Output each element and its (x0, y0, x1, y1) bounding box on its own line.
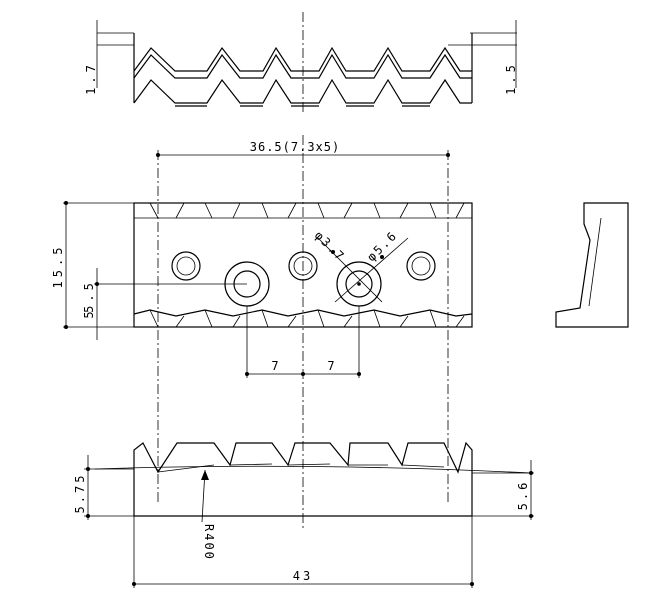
height-lower-label: 5 (82, 311, 96, 318)
plan-view: 36.5(7.3x5) φ3.7 φ5.6 15 (51, 135, 473, 530)
front-right-dim-label: 5.6 (516, 480, 530, 511)
side-profile (555, 202, 629, 328)
front-view: 5.75 5.6 R400 43 (73, 441, 534, 588)
top-left-dim-label: 1.7 (84, 61, 98, 95)
radius-label: R400 (202, 524, 216, 561)
spacing-right-label: 7 (327, 359, 334, 373)
height-total-label: 15.5 (51, 244, 65, 289)
overall-width-label: 43 (293, 569, 313, 583)
pitch-dim-label: 36.5(7.3x5) (250, 140, 340, 154)
top-right-dim-label: 1.5 (504, 61, 518, 95)
small-hole-label: φ3.7 (312, 228, 348, 264)
front-left-dim-label: 5.75 (73, 473, 87, 514)
spacing-left-label: 7 (271, 359, 278, 373)
height-offset-label: 5.5 (82, 279, 96, 313)
top-view: 1.7 1.5 (84, 12, 518, 115)
